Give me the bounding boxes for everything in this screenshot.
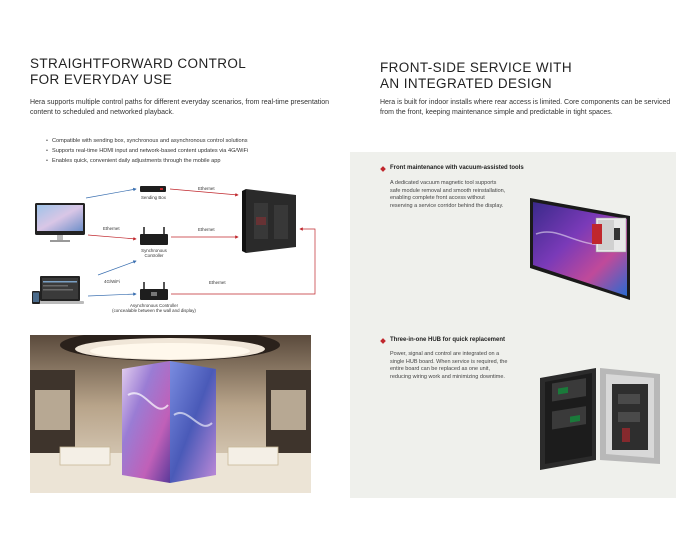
control-diagram [32, 186, 316, 304]
label-ethernet: Ethernet [198, 227, 215, 232]
feature1-body: A dedicated vacuum magnetic tool support… [390, 180, 506, 209]
left-heading: STRAIGHTFORWARD CONTROL FOR EVERYDAY USE [30, 56, 246, 88]
monitor-icon [35, 203, 85, 242]
label-ethernet: Ethernet [198, 186, 215, 191]
front-maintenance-image [530, 198, 630, 300]
sending-box-icon [140, 186, 166, 192]
label-sync-controller-line2: Controller [144, 253, 164, 258]
bullet-item: Supports real-time HDMI input and networ… [46, 146, 326, 156]
feature-bullets: Compatible with sending box, synchronous… [46, 136, 326, 166]
hub-board-image [540, 368, 660, 470]
feature2-body: Power, signal and control are integrated… [390, 351, 508, 380]
label-async-controller-line2: (concealable between the wall and displa… [112, 308, 196, 313]
sync-controller-icon [140, 234, 168, 245]
laptop-icon [36, 276, 84, 304]
label-ethernet: Ethernet [103, 226, 120, 231]
left-heading-line2: FOR EVERYDAY USE [30, 72, 173, 87]
label-ethernet: Ethernet [209, 280, 226, 285]
right-heading-line2: AN INTEGRATED DESIGN [380, 76, 553, 91]
left-lead: Hera supports multiple control paths for… [30, 99, 330, 116]
right-lead: Hera is built for indoor installs where … [380, 99, 671, 116]
bullet-item: Compatible with sending box, synchronous… [46, 136, 326, 146]
label-async-controller-line1: Asynchronous Controller [129, 303, 179, 308]
mall-photo [30, 335, 311, 493]
label-sync-controller: Synchronous Controller [139, 248, 169, 258]
left-heading-line1: STRAIGHTFORWARD CONTROL [30, 56, 247, 71]
feature1-title: Front maintenance with vacuum-assisted t… [390, 165, 524, 171]
display-cabinet-icon [242, 189, 296, 253]
right-heading: FRONT-SIDE SERVICE WITH AN INTEGRATED DE… [380, 60, 572, 92]
label-sending-box: Sending Box [141, 195, 166, 200]
right-heading-line1: FRONT-SIDE SERVICE WITH [380, 60, 572, 75]
bullet-item: Enables quick, convenient daily adjustme… [46, 156, 326, 166]
feature2-title: Three-in-one HUB for quick replacement [390, 337, 506, 343]
label-async-controller: Asynchronous Controller (concealable bet… [84, 303, 224, 313]
label-wifi: 4G/WiFi [104, 279, 120, 284]
label-sync-controller-line1: Synchronous [141, 248, 167, 253]
